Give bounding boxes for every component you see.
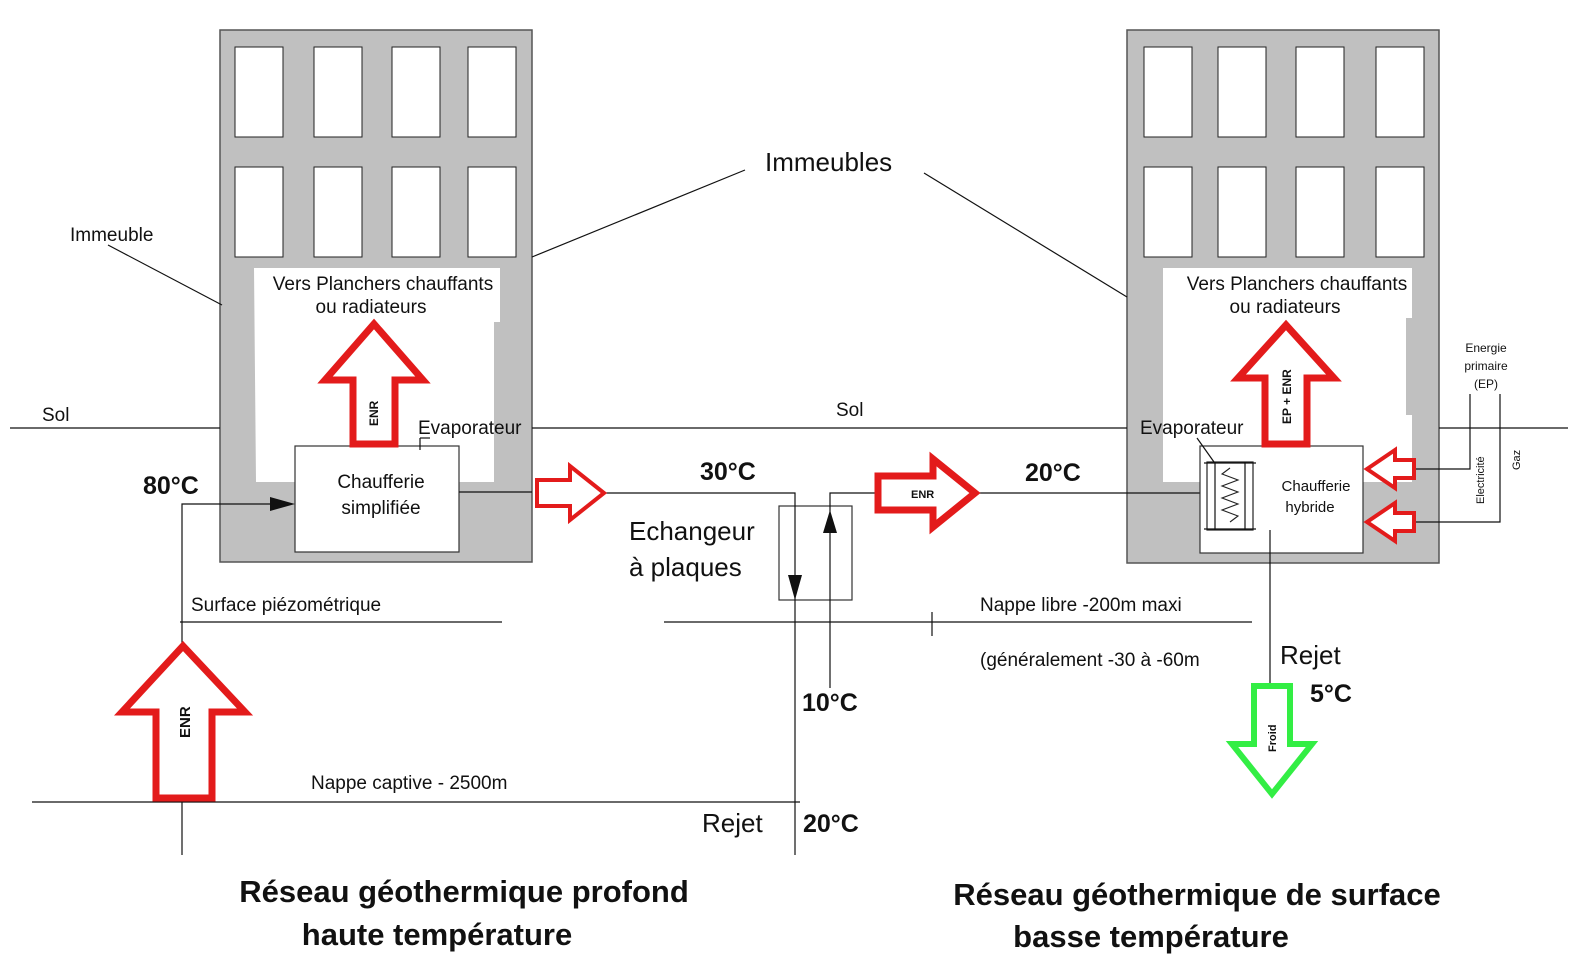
evaporateur-label-right: Evaporateur xyxy=(1140,418,1244,439)
ep-enr-up-arrow xyxy=(1230,319,1342,448)
energie-primaire-line1: Energie xyxy=(1465,341,1507,355)
immeubles-leader-left xyxy=(531,169,746,258)
vers-planchers-right-line2: ou radiateurs xyxy=(1230,297,1341,318)
temp-80: 80°C xyxy=(143,472,199,500)
froid-down-arrow xyxy=(1225,683,1319,799)
primary-down-arrowhead xyxy=(788,575,802,600)
evaporateur-label-left: Evaporateur xyxy=(418,418,522,439)
sol-label-left: Sol xyxy=(42,405,69,426)
heat-pump-coil xyxy=(1206,461,1254,531)
temp-10: 10°C xyxy=(802,689,858,717)
surface-piezometrique-label: Surface piézométrique xyxy=(191,595,381,616)
energie-primaire-line2: primaire xyxy=(1464,359,1508,373)
temp-30: 30°C xyxy=(700,458,756,486)
rejet-label-right: Rejet xyxy=(1280,640,1341,670)
temp-20-bottom: 20°C xyxy=(803,810,859,838)
immeubles-label: Immeubles xyxy=(765,147,892,177)
enr-right-label: ENR xyxy=(911,489,934,501)
immeubles-leader-right xyxy=(923,172,1128,298)
ep-enr-label: EP + ENR xyxy=(1280,369,1294,424)
coil-zigzag-icon xyxy=(1220,467,1240,523)
gaz-input-arrow xyxy=(1363,499,1416,545)
enr-up-ground-label: ENR xyxy=(177,706,194,738)
nappe-libre-label: Nappe libre -200m maxi xyxy=(980,595,1182,616)
primary-pipe xyxy=(605,492,796,855)
chaufferie-hybride-line2: hybride xyxy=(1285,499,1334,516)
enr-up-arrow-ground xyxy=(113,640,254,802)
evaporateur-leader-right xyxy=(1196,437,1215,463)
gaz-label: Gaz xyxy=(1511,450,1523,470)
nappe-captive-label: Nappe captive - 2500m xyxy=(311,773,507,794)
secondary-pipe xyxy=(829,492,880,688)
secondary-up-arrowhead xyxy=(823,510,837,533)
title-left-line2: haute température xyxy=(302,917,572,952)
enr-right-arrow xyxy=(874,451,981,535)
temp-5: 5°C xyxy=(1310,680,1352,708)
gaz-line xyxy=(1415,394,1501,523)
electricite-label: Electricité xyxy=(1475,456,1487,504)
enr-up-building-label: ENR xyxy=(367,400,381,426)
chaufferie-simplifiee-box xyxy=(294,445,460,553)
froid-label: Froid xyxy=(1267,725,1279,753)
outflow-arrow-left xyxy=(535,461,608,525)
title-right-line1: Réseau géothermique de surface xyxy=(953,877,1441,912)
echangeur-box xyxy=(778,505,853,601)
generalement-label: (généralement -30 à -60m xyxy=(980,650,1200,671)
chaufferie-simplifiee-line1: Chaufferie xyxy=(337,472,424,493)
echangeur-line2: à plaques xyxy=(629,552,742,582)
sol-label-center: Sol xyxy=(836,400,863,421)
title-right-line2: basse température xyxy=(1013,919,1289,954)
vers-planchers-left-line2: ou radiateurs xyxy=(316,297,427,318)
echangeur-line1: Echangeur xyxy=(629,516,755,546)
vers-planchers-right-line1: Vers Planchers chauffants xyxy=(1187,274,1407,295)
electricite-input-arrow xyxy=(1363,446,1416,492)
electricite-line xyxy=(1415,394,1471,470)
immeuble-leader-line xyxy=(107,244,223,306)
rejet-label-center: Rejet xyxy=(702,808,763,838)
title-left-line1: Réseau géothermique profond xyxy=(239,874,689,909)
vers-planchers-left-line1: Vers Planchers chauffants xyxy=(273,274,493,295)
chaufferie-simplifiee-line2: simplifiée xyxy=(341,498,420,519)
enr-up-arrow-building xyxy=(317,318,431,448)
immeuble-label: Immeuble xyxy=(70,225,153,246)
hot-supply-arrowhead xyxy=(270,497,295,511)
chaufferie-hybride-line1: Chaufferie xyxy=(1282,478,1351,495)
energie-primaire-line3: (EP) xyxy=(1474,377,1498,391)
temp-20-top: 20°C xyxy=(1025,459,1081,487)
